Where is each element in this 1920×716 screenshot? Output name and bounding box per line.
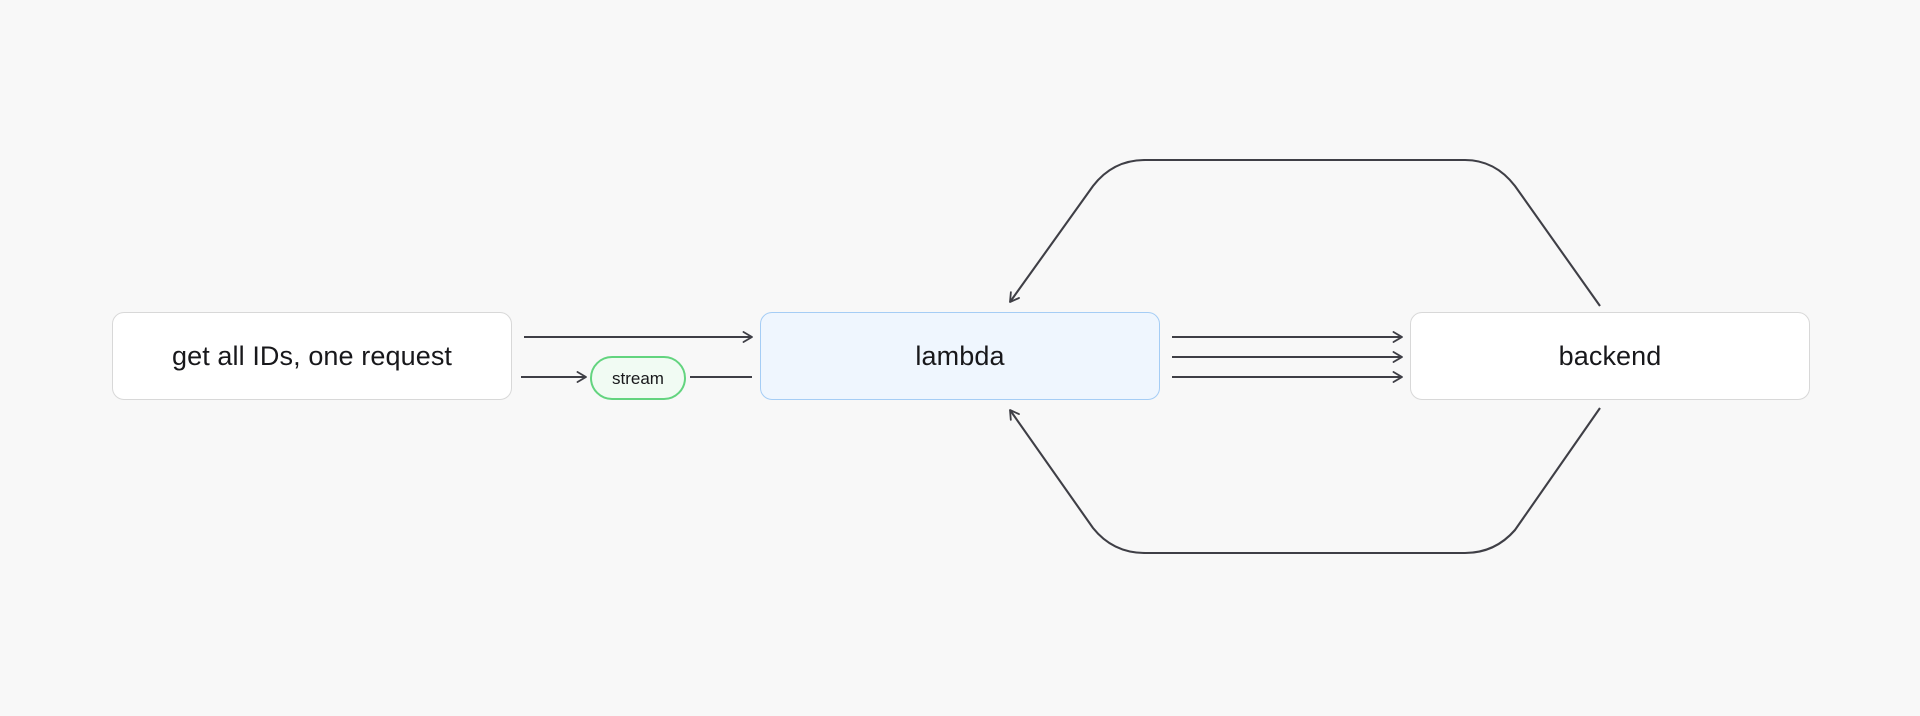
edge-label-stream[interactable]: stream — [590, 356, 686, 400]
node-lambda-label: lambda — [915, 340, 1005, 371]
edge-backend-to-lambda-bottom — [1009, 407, 1601, 555]
edge-label-stream-text: stream — [612, 368, 664, 388]
node-client[interactable]: get all IDs, one request — [112, 312, 512, 400]
node-backend-label: backend — [1558, 340, 1662, 371]
edge-backend-to-lambda-top — [1009, 158, 1601, 307]
node-backend[interactable]: backend — [1410, 312, 1810, 400]
node-client-label: get all IDs, one request — [171, 340, 453, 371]
node-lambda[interactable]: lambda — [760, 312, 1160, 400]
